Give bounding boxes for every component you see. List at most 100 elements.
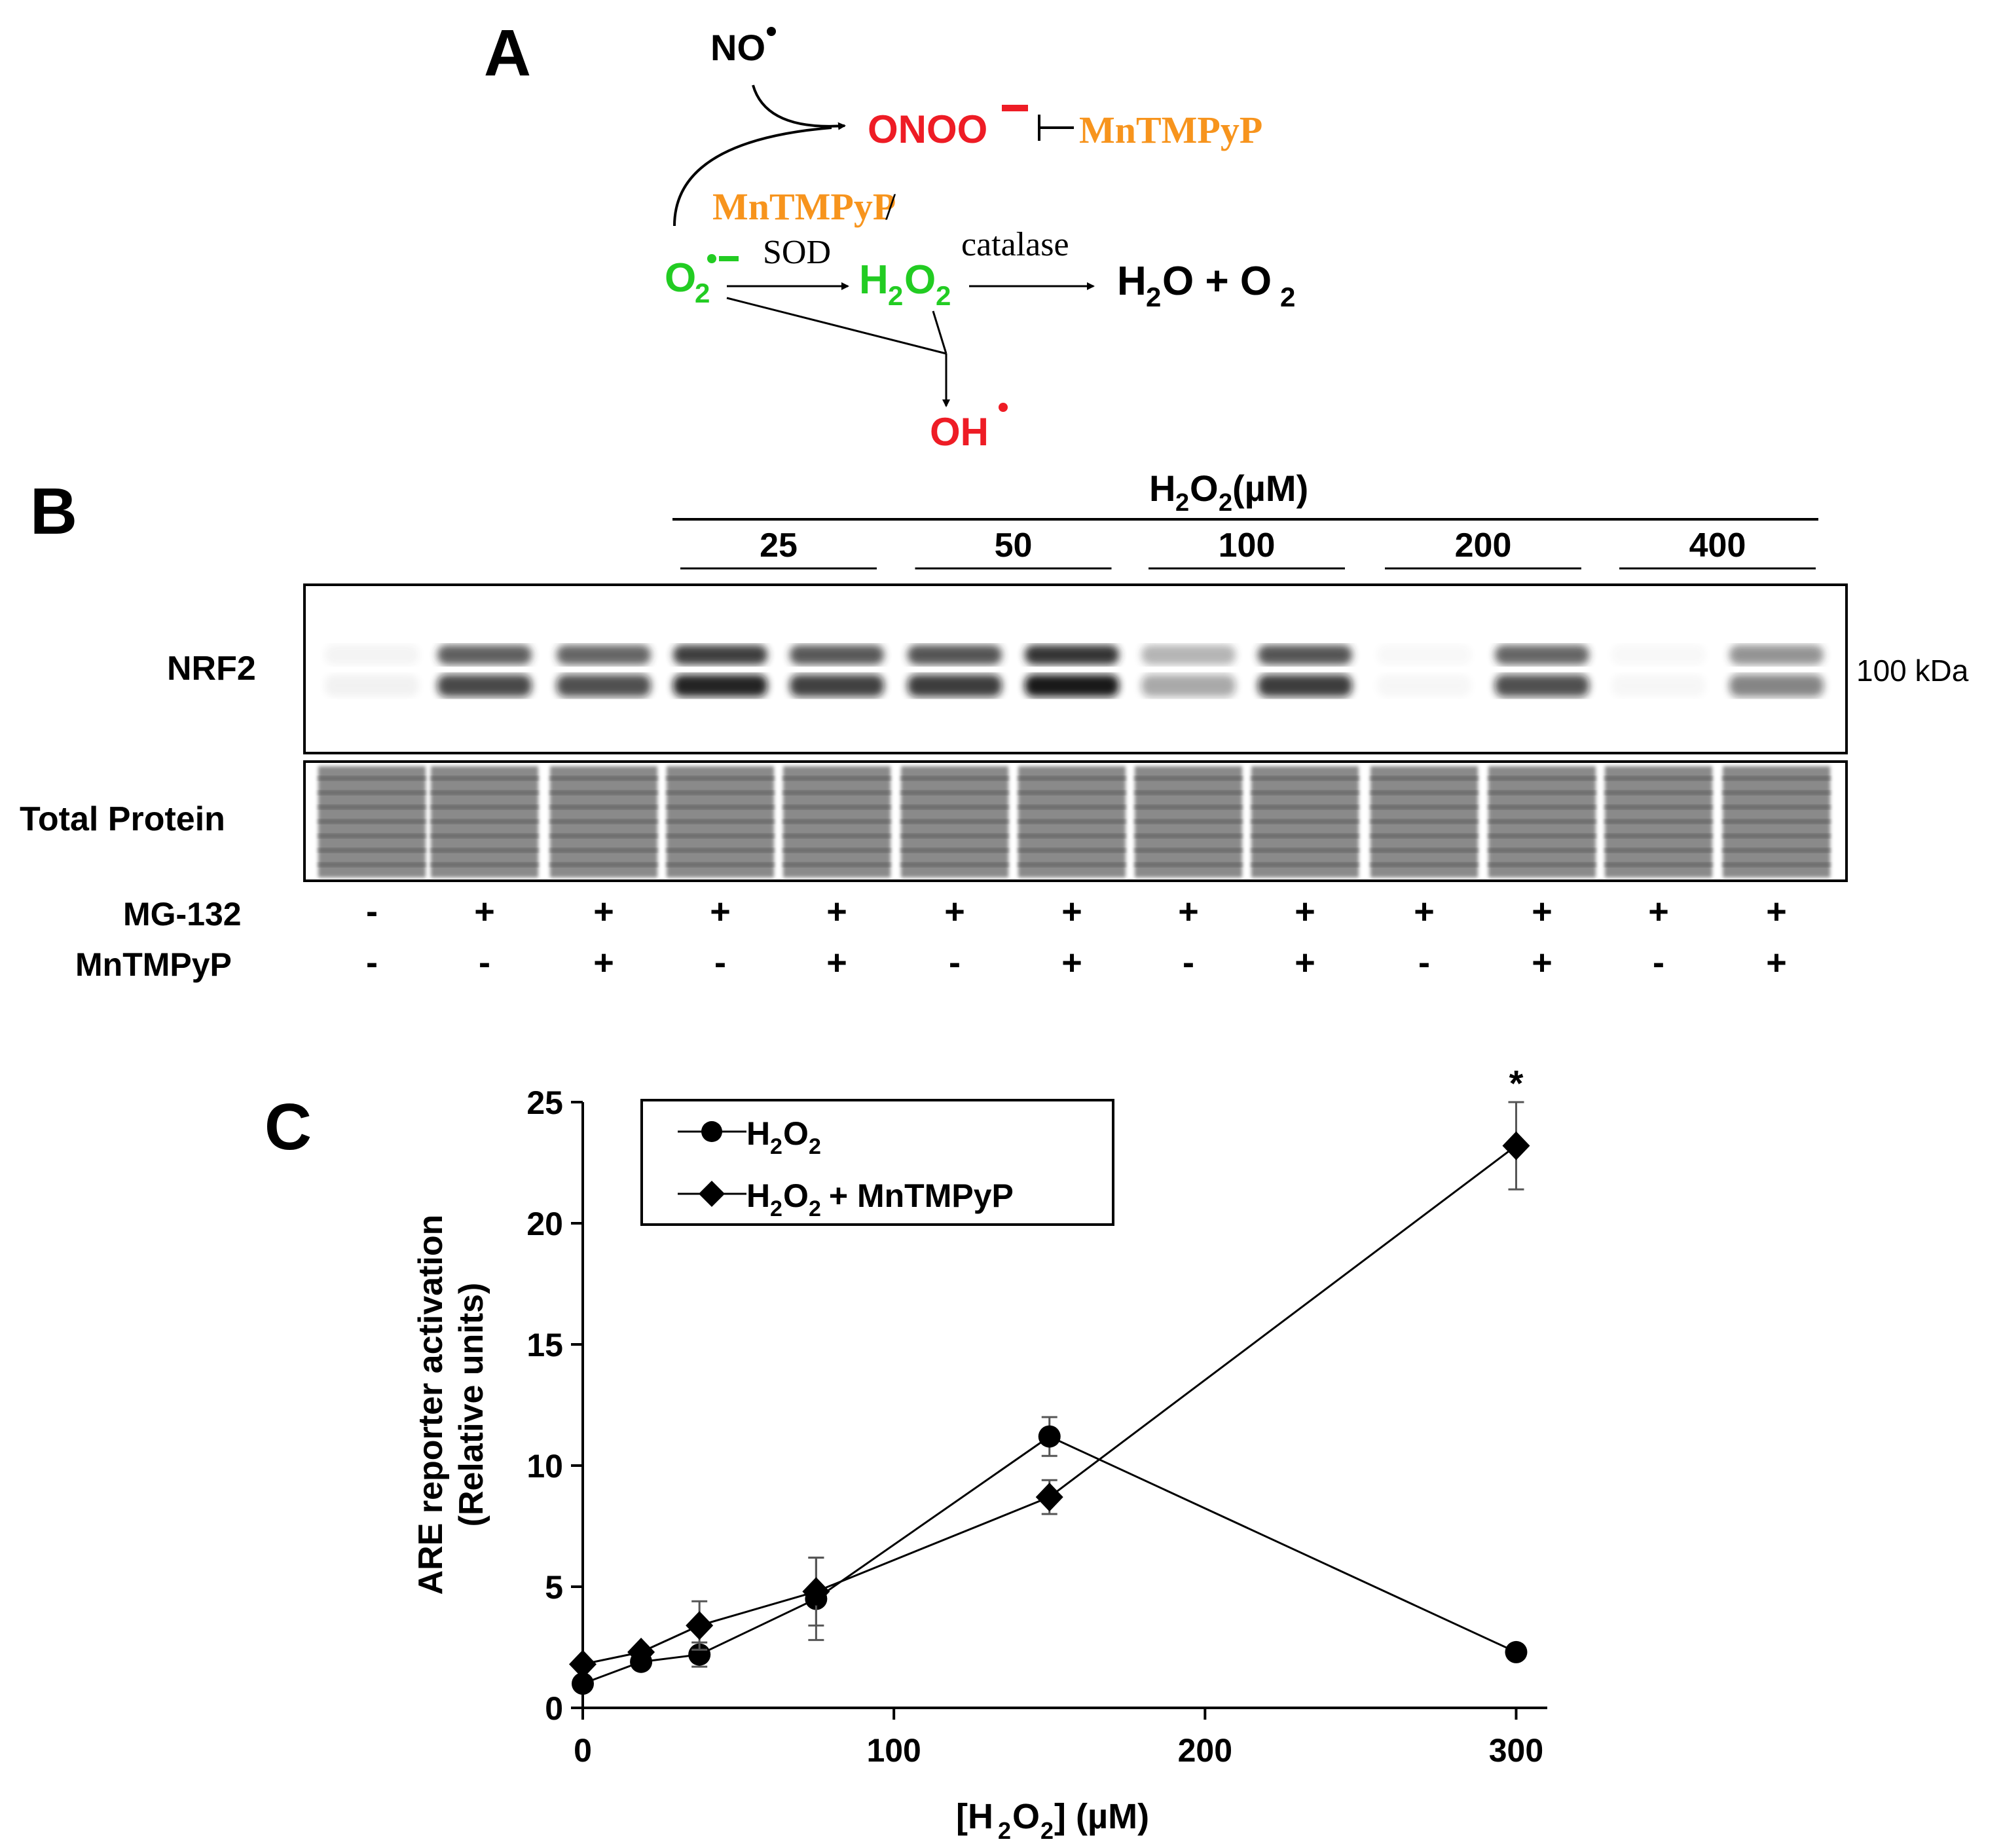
y-tick-label: 15 [526, 1327, 563, 1363]
total-protein-lanes [318, 766, 1830, 878]
svg-text:2: 2 [809, 1134, 821, 1159]
x-tick-label: 0 [574, 1732, 592, 1769]
y-tick-label: 0 [545, 1690, 563, 1727]
legend-box [640, 1099, 1114, 1226]
svg-text:(µM): (µM) [1232, 468, 1308, 509]
treatment-sign: - [366, 892, 378, 931]
dose-label: 400 [1689, 527, 1746, 564]
treatment-sign: + [1061, 892, 1082, 931]
water-oxygen-product-label: H 2 O + O 2 [1117, 259, 1295, 312]
treatment-sign: + [1295, 892, 1315, 931]
series-diamond [569, 1101, 1530, 1679]
haber-weiss-line-a [726, 297, 947, 355]
total-protein-lane [1605, 766, 1712, 878]
treatment-sign: + [1532, 943, 1553, 982]
treatment-sign: + [1178, 892, 1199, 931]
svg-text:O: O [665, 255, 696, 301]
data-point-circle [1038, 1425, 1061, 1448]
nrf2-band [557, 645, 651, 697]
dose-label: 200 [1455, 527, 1512, 564]
total-protein-lane [1018, 766, 1126, 878]
series-line [582, 1435, 1517, 1685]
sod-label: SOD [763, 234, 831, 271]
no-to-peroxynitrite-arrow [752, 84, 846, 130]
dose-label: 50 [995, 527, 1033, 564]
dose-label: 100 [1219, 527, 1276, 564]
treatment-sign: + [826, 892, 847, 931]
svg-text:2: 2 [1146, 282, 1161, 312]
data-point-diamond [627, 1637, 655, 1667]
x-tick-label: 200 [1178, 1732, 1232, 1769]
nrf2-label: NRF2 [167, 650, 256, 688]
legend-diamond-marker [699, 1181, 725, 1207]
mntmpyp-inhibitor-label: MnTMPyP [1079, 109, 1262, 151]
marker-label: 100 kDa [1856, 654, 1969, 688]
y-axis-label: ARE reporter activation (Relative units) [412, 1215, 490, 1595]
x-ticks: 0 100 200 300 [574, 1708, 1543, 1769]
svg-text:2: 2 [888, 280, 903, 311]
superoxide-radical-dot [707, 254, 716, 263]
y-axis-label-line1: ARE reporter activation [412, 1215, 450, 1595]
svg-text:2: 2 [1040, 1817, 1054, 1844]
nrf2-band [1258, 645, 1352, 697]
annotation-layer: * [1509, 1062, 1524, 1103]
total-protein-label: Total Protein [20, 800, 225, 838]
svg-text:2: 2 [1280, 282, 1295, 312]
total-protein-lane [1723, 766, 1830, 878]
svg-text:O: O [1190, 468, 1219, 509]
x-tick-label: 100 [866, 1732, 921, 1769]
svg-text:H: H [746, 1177, 770, 1214]
svg-text:O + O: O + O [1162, 259, 1272, 304]
nrf2-band [1141, 645, 1236, 697]
data-point-diamond [802, 1577, 830, 1606]
y-tick-label: 10 [526, 1448, 563, 1485]
treatment-sign: + [1532, 892, 1553, 931]
svg-text:O: O [1012, 1797, 1040, 1836]
treatment-sign: - [366, 943, 378, 982]
svg-text:H: H [859, 257, 889, 303]
total-protein-lane [431, 766, 538, 878]
treatment-sign: - [1418, 943, 1430, 982]
y-axis-label-line2: (Relative units) [452, 1283, 490, 1527]
treatment-sign: - [949, 943, 961, 982]
y-tick-label: 5 [545, 1569, 563, 1606]
haber-weiss-line-b [932, 310, 947, 354]
hydroxyl-radical-label: OH [930, 410, 989, 454]
total-protein-lane [783, 766, 891, 878]
svg-text:2: 2 [936, 280, 951, 311]
x-axis-label: [H 2 O 2 ] (µM) [956, 1797, 1149, 1844]
panel-b-label: B [30, 475, 77, 548]
no-radical-label: NO [710, 27, 765, 68]
mntmpyp-dismutase-label: MnTMPyP [712, 185, 896, 228]
treatment-sign: + [1766, 892, 1787, 931]
legend: H 2 O 2 H 2 O 2 + MnTMPyP [640, 1099, 1114, 1226]
total-protein-lane [1135, 766, 1242, 878]
treatment-signs: -++++++++++++--+-+-+-+-+-+ [366, 892, 1787, 982]
treatment-sign: - [1183, 943, 1194, 982]
data-point-diamond [686, 1611, 714, 1640]
total-protein-lane [1251, 766, 1359, 878]
total-protein-lane [1370, 766, 1478, 878]
panel-c-label: C [265, 1090, 312, 1164]
data-point-diamond [569, 1650, 597, 1679]
treatment-sign: + [1648, 892, 1669, 931]
mntmpyp-row-label: MnTMPyP [75, 946, 232, 983]
nrf2-bands [325, 645, 1824, 697]
nrf2-band [908, 645, 1002, 697]
treatment-sign: + [710, 892, 731, 931]
legend-circle-marker [701, 1121, 722, 1142]
hydrogen-peroxide-label: H 2 O 2 [859, 257, 951, 311]
series-circle [572, 1416, 1528, 1695]
treatment-sign: + [826, 943, 847, 982]
treatment-sign: + [1295, 943, 1315, 982]
x-tick-label: 300 [1489, 1732, 1543, 1769]
svg-text:] (µM): ] (µM) [1054, 1797, 1149, 1836]
total-protein-lane [318, 766, 426, 878]
svg-text:2: 2 [809, 1196, 821, 1221]
legend-entry-h2o2: H 2 O 2 [678, 1115, 821, 1159]
